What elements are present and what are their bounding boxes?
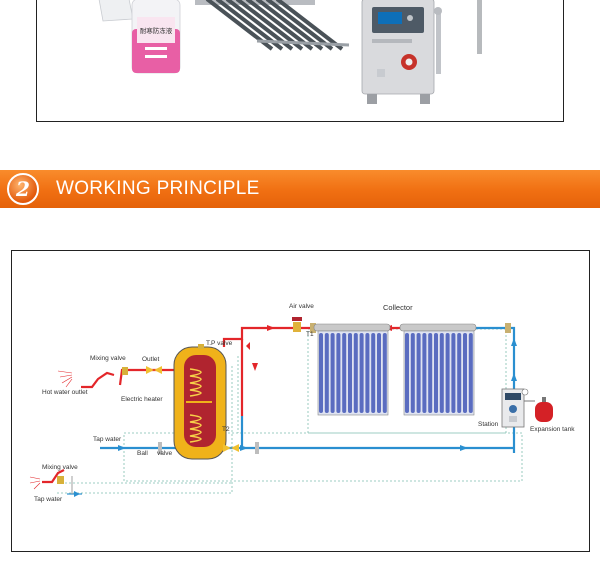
product-image-frame: 耐寒防冻液 xyxy=(36,0,564,122)
expansion-tank xyxy=(522,389,553,422)
vacuum-tube xyxy=(331,333,335,413)
vacuum-tube xyxy=(469,333,473,413)
label-expansion-tank: Expansion tank xyxy=(530,426,575,433)
vacuum-tube xyxy=(342,333,346,413)
product-photo: 耐寒防冻液 xyxy=(37,0,563,121)
section-title: WORKING PRINCIPLE xyxy=(56,178,260,200)
vacuum-tube xyxy=(428,333,432,413)
antifreeze-bottle: 耐寒防冻液 xyxy=(132,0,180,73)
section-banner: 2 WORKING PRINCIPLE xyxy=(0,170,600,208)
vacuum-tube xyxy=(434,333,438,413)
label-air-valve: Air valve xyxy=(289,303,314,310)
vacuum-tube xyxy=(463,333,467,413)
label-valve-word: valve xyxy=(157,450,173,457)
vacuum-tube xyxy=(446,333,450,413)
label-mixing-valve-bottom: Mixing valve xyxy=(42,464,78,471)
vacuum-tube xyxy=(377,333,381,413)
vacuum-tube xyxy=(348,333,352,413)
solar-collector-left xyxy=(314,324,390,415)
hot-outlet-spray xyxy=(58,371,72,387)
bottom-tap-line xyxy=(67,476,82,497)
label-collector: Collector xyxy=(383,303,413,312)
vacuum-tube xyxy=(371,333,375,413)
label-hot-water-outlet: Hot water outlet xyxy=(42,389,88,396)
vacuum-tube xyxy=(417,333,421,413)
label-t1: T1 xyxy=(306,331,314,338)
vacuum-tube xyxy=(422,333,426,413)
mix-outlet-spray xyxy=(30,477,40,489)
vacuum-tube xyxy=(319,333,323,413)
vacuum-tube xyxy=(325,333,329,413)
vacuum-tube xyxy=(451,333,455,413)
vacuum-tube xyxy=(365,333,369,413)
bottle-label: 耐寒防冻液 xyxy=(140,26,173,35)
vacuum-tube xyxy=(440,333,444,413)
vacuum-tube xyxy=(457,333,461,413)
vacuum-tube xyxy=(336,333,340,413)
working-principle-diagram: Air valve Collector T1 T.P valve Outlet … xyxy=(11,250,590,552)
label-tp-valve: T.P valve xyxy=(206,340,233,347)
label-tap-water-top: Tap water xyxy=(93,436,122,443)
pump-station-photo xyxy=(362,0,442,104)
label-outlet: Outlet xyxy=(142,356,160,363)
vacuum-tube xyxy=(405,333,409,413)
label-station: Station xyxy=(478,421,499,428)
solar-collector-right xyxy=(400,324,476,415)
solar-collector-photo xyxy=(195,0,349,49)
vacuum-tube xyxy=(383,333,387,413)
pump-station xyxy=(502,389,524,427)
label-electric-heater: Electric heater xyxy=(121,396,163,403)
label-mixing-valve-top: Mixing valve xyxy=(90,355,126,362)
label-tap-water-bottom: Tap water xyxy=(34,496,63,503)
section-number-badge: 2 xyxy=(7,173,39,205)
vacuum-tube xyxy=(354,333,358,413)
vacuum-tube xyxy=(360,333,364,413)
label-ball-valve: Ball xyxy=(137,450,148,457)
storage-tank xyxy=(174,344,226,459)
vacuum-tube xyxy=(411,333,415,413)
label-t2: T2 xyxy=(222,426,230,433)
